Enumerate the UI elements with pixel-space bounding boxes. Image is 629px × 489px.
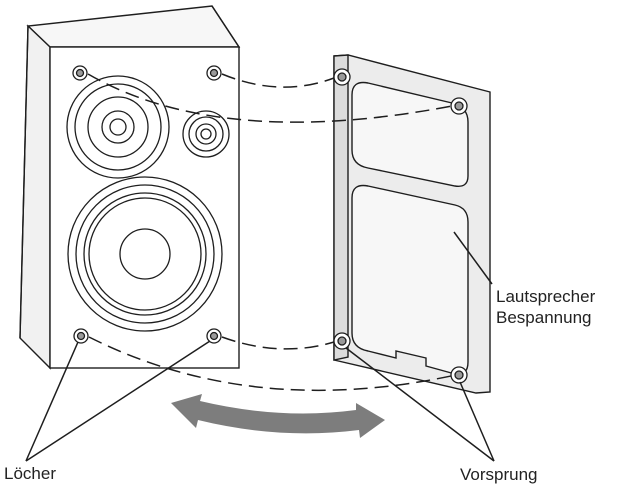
pegs-label: Vorsprung — [460, 465, 538, 484]
leader-hole-right — [25, 340, 211, 462]
peg-bottom-left — [333, 332, 351, 350]
dash-bottom-outer — [88, 336, 452, 392]
leader-lines — [25, 231, 495, 462]
cabinet-holes — [72, 65, 222, 344]
leader-peg-left — [345, 347, 495, 462]
woofer-icon — [67, 176, 223, 332]
hole-top-left — [72, 65, 88, 81]
grille-label-line2: Bespannung — [496, 308, 592, 327]
grille-label-line1: Lautsprecher — [496, 287, 596, 306]
rotation-arrow-icon — [171, 394, 385, 438]
dash-bottom-inner — [221, 336, 335, 350]
hole-bottom-left — [73, 328, 89, 344]
leader-grille — [453, 231, 493, 285]
leader-hole-left — [25, 341, 79, 462]
midrange-driver-icon — [66, 75, 170, 179]
hole-top-right — [206, 65, 222, 81]
leader-peg-right — [459, 381, 495, 462]
alignment-dashes — [87, 73, 453, 392]
grille-pegs — [333, 68, 468, 384]
hole-bottom-right — [206, 328, 222, 344]
peg-top-right — [450, 97, 468, 115]
holes-label: Löcher — [4, 464, 56, 483]
tweeter-icon — [182, 110, 230, 158]
peg-top-left — [333, 68, 351, 86]
peg-bottom-right — [450, 366, 468, 384]
grille-label: Lautsprecher Bespannung — [496, 286, 595, 328]
dash-top-inner — [221, 73, 335, 88]
